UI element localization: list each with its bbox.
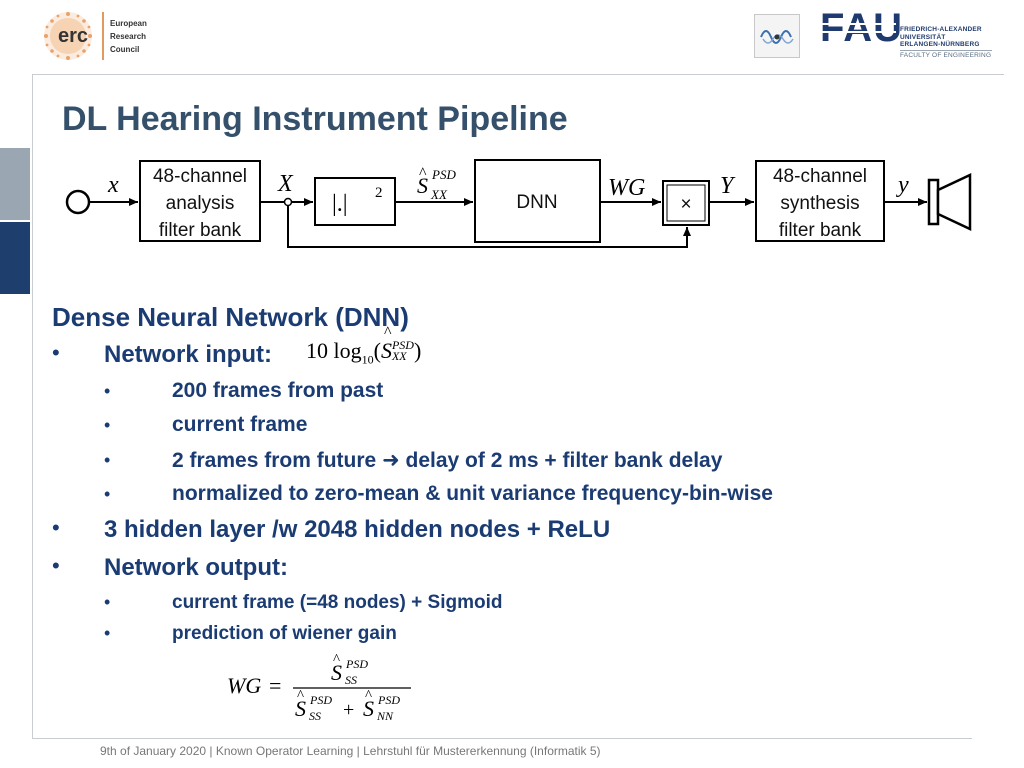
wg-den1-sup: PSD [309,693,332,707]
sub-bullet-dot: • [104,592,111,612]
erc-text: European Research Council [110,17,147,56]
signal-X-label: X [277,171,294,197]
bullet-network-input: Network input: [104,341,272,369]
sub-bullet-future-frames: 2 frames from future ➜ delay of 2 ms + f… [172,448,722,473]
sub-bullet-dot: • [104,450,111,470]
branch-node [283,197,293,207]
fau-text: FRIEDRICH-ALEXANDER UNIVERSITÄT ERLANGEN… [900,26,982,49]
sub-bullet-normalized: normalized to zero-mean & unit variance … [172,482,773,505]
bullet-network-output: Network output: [104,554,288,581]
sub-bullet-past-frames: 200 frames from past [172,379,384,402]
slide-frame [32,74,1004,738]
erc-logo: erc European Research Council [38,8,158,64]
svg-text:=: = [269,673,281,698]
footer-course: Known Operator Learning [215,744,354,758]
wg-den1-S: S [295,696,306,721]
signal-Y-label: Y [720,173,736,199]
formula-log: 10 log [306,338,362,363]
erc-mark: erc [58,25,89,47]
signal-x-label: x [107,172,119,198]
loudspeaker-icon [927,173,972,231]
sub-bullet-current-frame: current frame [172,413,308,436]
bullet-hidden-layers: 3 hidden layer /w 2048 hidden nodes + Re… [104,516,611,543]
abs-square-label: |.| [332,191,348,217]
signal-S-sub: XX [430,187,448,202]
microphone-icon [65,189,91,215]
wg-den1-sub: SS [309,709,321,723]
slide-title: DL Hearing Instrument Pipeline [62,100,568,138]
signal-S-label: S [417,173,428,198]
wg-num-S: S [331,660,342,685]
footer: 9th of January 2020 | Known Operator Lea… [100,744,601,758]
sub-bullet-dot: • [104,415,111,435]
fau-mark: FAU [820,6,903,50]
svg-text:^: ^ [333,652,340,668]
synthesis-line-3: filter bank [779,220,862,241]
erc-emblem-icon [44,12,92,60]
synthesis-line-2: synthesis [780,193,859,214]
wg-den2-sup: PSD [377,693,400,707]
wg-den2-sub: NN [376,709,394,723]
footer-chair: Lehrstuhl für Mustererkennung (Informati… [363,744,601,758]
wiener-gain-formula: WG = S ^ PSD SS S ^ PSD SS + S ^ PSD NN [227,652,411,723]
analysis-filter-bank-block [139,160,261,242]
svg-text:^: ^ [297,688,304,704]
multiplier-label: × [680,194,691,215]
synthesis-line-1: 48-channel [773,166,867,187]
formula-log-base: 10 [361,352,374,367]
analysis-line-2: analysis [166,193,235,214]
sub-bullet-dot: • [104,381,111,401]
erc-line-3: Council [110,45,140,54]
sidebar-dark-block [0,222,30,294]
sub-bullet-dot: • [104,484,111,504]
bullet-dot: • [52,553,60,578]
analysis-line-3: filter bank [159,220,242,241]
bullet-dot: • [52,340,60,365]
signal-WG-label: WG [608,175,645,201]
analysis-line-1: 48-channel [153,166,247,187]
wg-lhs: WG [227,673,261,698]
fau-logo: FAU FRIEDRICH-ALEXANDER UNIVERSITÄT ERLA… [820,6,1000,60]
dnn-label: DNN [516,192,557,213]
fau-line-3: ERLANGEN-NÜRNBERG [900,41,980,48]
erc-divider [102,12,104,60]
pipeline-diagram: x 48-channel analysis filter bank X |.| … [65,159,972,248]
fau-faculty: FACULTY OF ENGINEERING [900,52,992,59]
sub-bullet-dot: • [104,623,111,643]
fau-line-2: UNIVERSITÄT [900,33,946,41]
signal-S-hat: ^ [419,165,427,182]
formula-S: S [380,338,392,363]
fau-line-1: FRIEDRICH-ALEXANDER [900,26,982,33]
bullet-dot: • [52,515,60,540]
synthesis-filter-bank-block [755,160,885,242]
network-input-label: Network input: [104,341,272,368]
abs-square-block [314,177,396,226]
sidebar-light-block [0,148,30,220]
signal-S-sup: PSD [431,167,456,182]
footer-date: 9th of January 2020 [100,744,207,758]
future-frames-text: 2 frames from future [172,449,377,472]
right-arrow-icon: ➜ [382,448,400,472]
footer-rule [32,738,972,739]
erc-line-2: Research [110,32,147,41]
formula-sub: XX [391,348,407,363]
wg-num-sup: PSD [345,657,368,671]
svg-text:+: + [343,699,354,721]
sub-bullet-output-frame: current frame (=48 nodes) + Sigmoid [172,592,503,613]
formula-sup: PSD [391,337,414,352]
abs-square-exp: 2 [375,185,383,201]
delay-text: delay of 2 ms + filter bank delay [405,449,723,472]
signal-wave-icon [754,14,800,58]
sub-bullet-wiener-gain: prediction of wiener gain [172,623,397,644]
dnn-block [474,159,601,243]
svg-text:^: ^ [365,688,372,704]
wg-den2-S: S [363,696,374,721]
section-title: Dense Neural Network (DNN) [52,302,409,332]
erc-line-1: European [110,19,147,28]
formula-S-hat: ^ [383,324,392,341]
wg-num-sub: SS [345,673,357,687]
signal-y-label: y [896,172,909,198]
